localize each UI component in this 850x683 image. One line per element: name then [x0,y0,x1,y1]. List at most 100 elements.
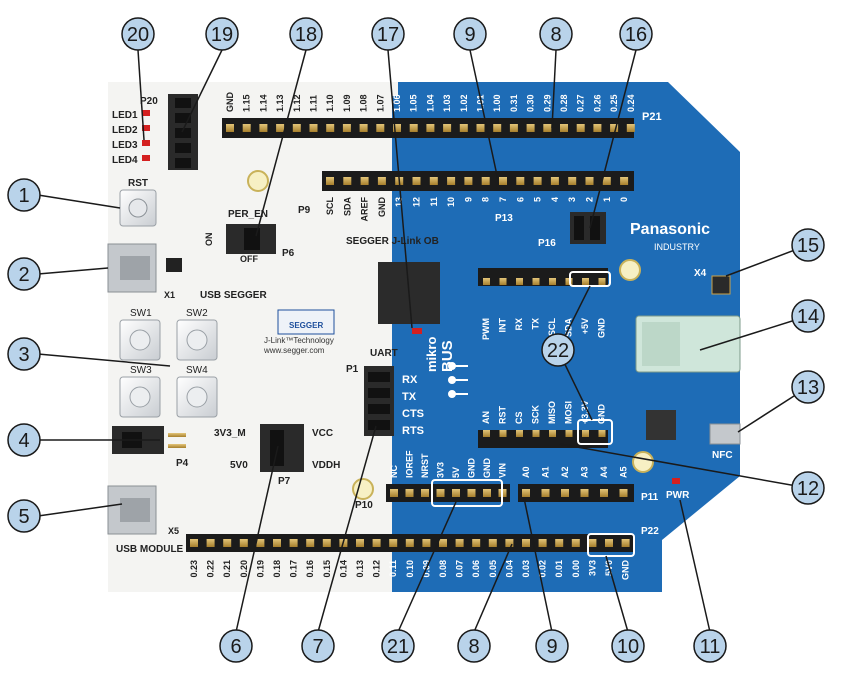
pin-label: INT [498,318,508,333]
brand-text: Panasonic [630,221,710,238]
pin-label: 1.07 [375,94,385,112]
power-select-p7: 3V3_M VCC 5V0 VDDH P7 [214,424,340,487]
pin-label: 0.01 [554,560,564,578]
label-led3: LED3 [112,140,138,151]
pin-label: 8 [481,197,491,202]
callout-number: 9 [546,636,557,658]
callout-c11: 11 [693,629,727,663]
callout-number: 18 [295,24,317,46]
callout-number: 11 [700,636,721,658]
label-x1: X1 [164,290,175,300]
pin-label: 0.10 [405,560,415,578]
label-segger-jlink-ob: SEGGER J-Link OB [346,236,439,247]
label-on: ON [204,233,214,247]
label-sw2: SW2 [186,308,208,319]
usb-segger-connector: X1 USB SEGGER [107,243,267,301]
label-cts: CTS [402,408,424,420]
callout-number: 10 [617,636,639,658]
pin-label: 6 [515,197,525,202]
panasonic-logo: Panasonic INDUSTRY [630,221,710,252]
label-uart: UART [370,348,398,359]
pin-label: 0.22 [206,560,216,578]
pin-label: 12 [412,197,422,207]
label-p11: P11 [641,492,659,503]
jumper-p16: P16 [538,212,606,249]
callout-leaders [37,49,809,633]
pin-label: 0.21 [222,560,232,578]
pin-label: 0.06 [471,560,481,578]
pin-label: 0.16 [305,560,315,578]
callout-c9b: 9 [535,629,569,663]
pin-label: 0.27 [576,94,586,112]
label-usb-module: USB MODULE [116,544,184,555]
pin-label: RX [514,318,524,331]
pin-label: 0.28 [559,94,569,112]
callout-c21: 21 [381,629,415,663]
label-rx: RX [402,374,418,386]
pin [409,124,418,132]
pin [309,124,318,132]
callout-c6: 6 [219,629,253,663]
brand-subtext: INDUSTRY [654,242,700,252]
pin-label: 1.02 [459,94,469,112]
user-switches: SW1 SW2 SW3 SW4 [119,308,218,418]
pin [499,177,507,185]
pin-label: 0.03 [521,560,531,578]
pin-label: IOREF [405,450,415,478]
pin-label: A5 [619,466,629,478]
pin [377,177,386,185]
pin [543,124,552,132]
callout-number: 2 [18,264,29,286]
callout-c9a: 9 [453,17,487,51]
label-3v3m: 3V3_M [214,428,246,439]
pin-label: 5 [533,197,543,202]
uart-header-p1: UART P1 RX TX CTS RTS [346,348,424,437]
label-rst: RST [128,178,148,189]
pin-label: 0.05 [488,560,498,578]
pin [259,124,268,132]
pin [464,177,473,185]
antenna-x4: X4 [694,268,731,295]
pin-label: 3V3 [436,462,446,478]
pin-label: 1.04 [425,94,435,112]
pin [359,124,368,132]
callout-c15: 15 [791,228,825,262]
label-x5: X5 [168,526,179,536]
label-p1: P1 [346,364,359,375]
pin [443,124,452,132]
callout-c18: 18 [289,17,323,51]
pin-label: 1.12 [292,94,302,112]
pin-label: CS [514,411,524,424]
segger-logo: SEGGER J-Link™Technology www.segger.com [263,309,335,355]
pin-label: 0.15 [322,560,332,578]
pin-label: 5V [451,467,461,478]
label-p10: P10 [355,500,373,511]
pin [342,124,351,132]
callout-number: 8 [550,24,561,46]
pin [620,177,629,185]
pin-label: 0.00 [571,560,581,578]
pin-label: TX [531,318,541,330]
pin-label: 0.29 [542,94,552,112]
pin-label: 0.12 [372,560,382,578]
segger-tech-text: J-Link™Technology [264,336,334,345]
pin-label: GND [482,458,492,479]
svg-text:SEGGER: SEGGER [289,321,323,330]
pin-label: GND [225,92,235,113]
callout-number: 22 [547,340,569,362]
label-p22: P22 [641,526,659,537]
callout-number: 15 [797,235,819,257]
pin-label: 0.23 [189,560,199,578]
pin-label: 3 [567,197,577,202]
pin-label: A3 [580,466,590,478]
pin [426,124,435,132]
callout-c22: 22 [541,333,575,367]
label-x4: X4 [694,268,707,279]
pin-label: 2 [585,197,595,202]
pin-label: 7 [498,197,508,202]
pin-label: NC [389,465,399,478]
pin-label: AN [481,411,491,424]
